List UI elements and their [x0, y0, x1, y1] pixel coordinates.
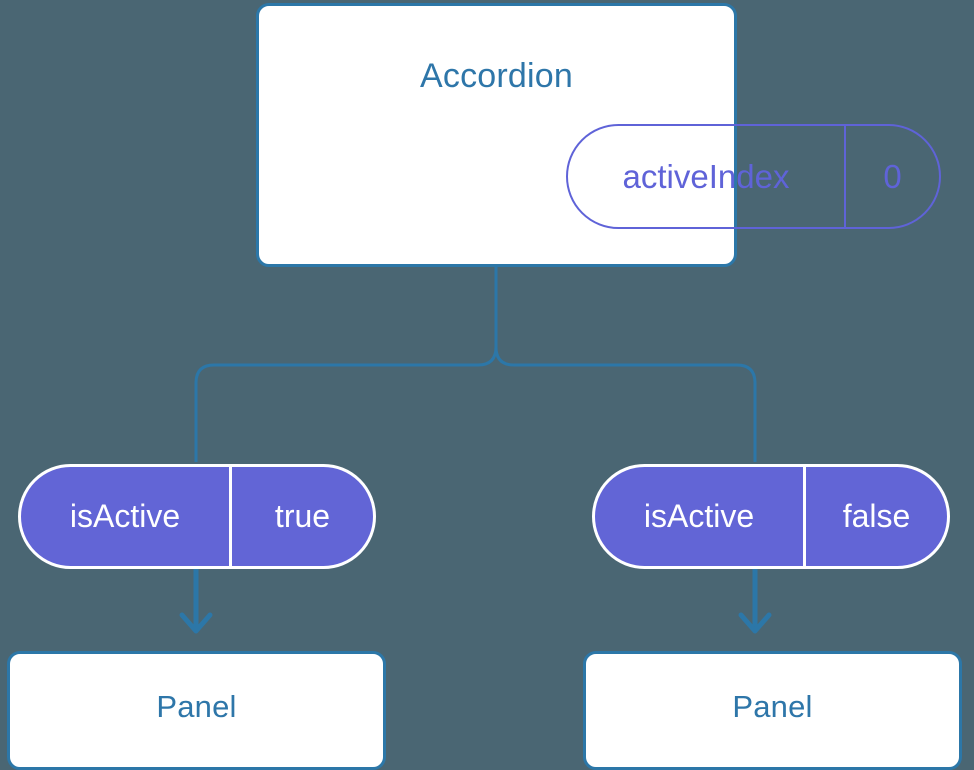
branch-connector-left	[194, 267, 498, 462]
prop-pill-is-active-true: isActive true	[18, 464, 376, 569]
prop-pill-value: false	[842, 498, 911, 534]
arrow-down-icon-left	[179, 612, 213, 634]
state-pill-key: activeIndex	[568, 126, 846, 227]
arrow-down-icon-right	[738, 612, 772, 634]
component-title-accordion: Accordion	[420, 57, 573, 95]
prop-pill-key: isActive	[21, 467, 232, 566]
component-card-panel-right: Panel	[583, 651, 962, 770]
component-card-accordion: Accordion activeIndex 0	[256, 3, 941, 267]
prop-pill-value: true	[274, 498, 331, 534]
prop-pill-key: isActive	[595, 467, 806, 566]
branch-connector-right	[494, 267, 757, 462]
state-pill-value: 0	[883, 157, 902, 195]
state-pill-active-index: activeIndex 0	[566, 124, 941, 229]
component-title-panel-right: Panel	[732, 689, 813, 724]
component-title-panel-left: Panel	[156, 689, 237, 724]
component-card-panel-left: Panel	[7, 651, 386, 770]
prop-pill-is-active-false: isActive false	[592, 464, 950, 569]
